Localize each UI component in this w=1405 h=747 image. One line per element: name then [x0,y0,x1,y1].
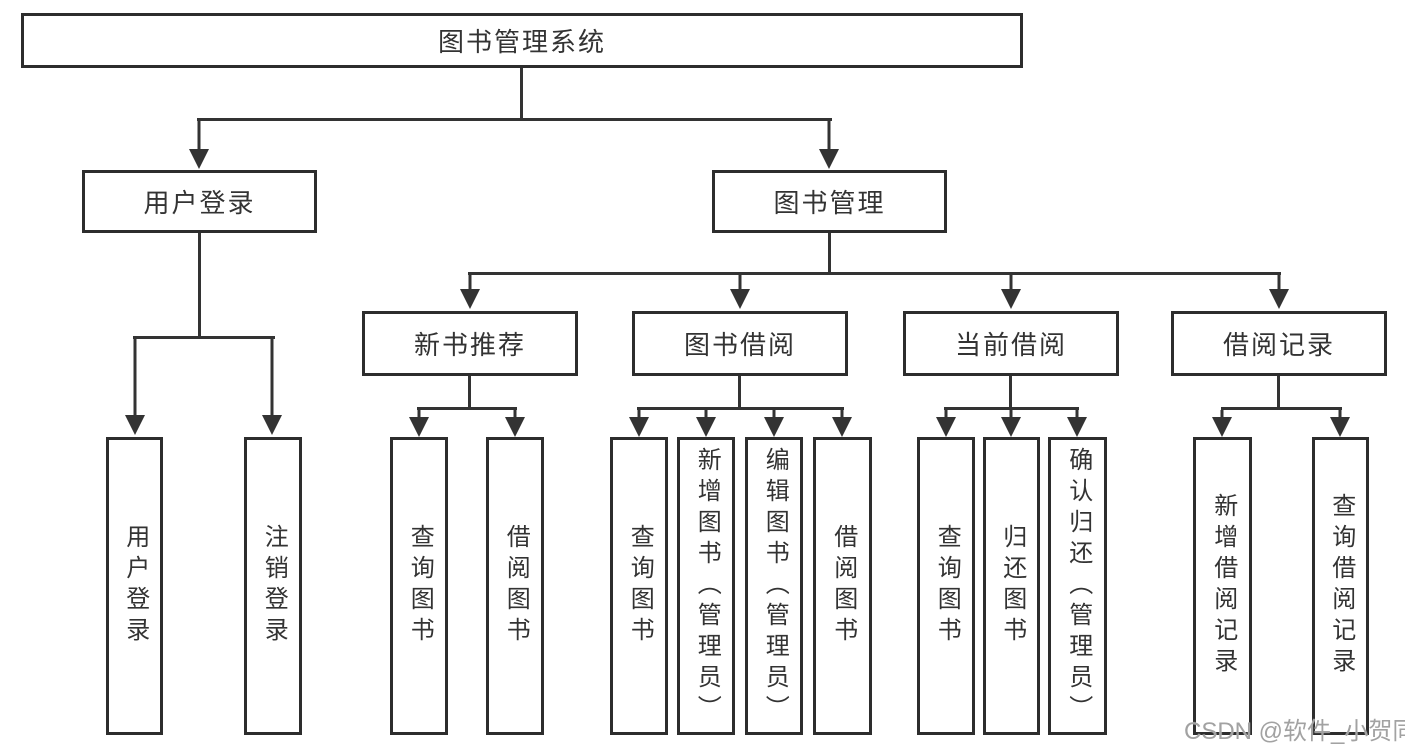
node-leaf-br-query-record: 查询借阅记录 [1312,437,1369,735]
node-current-borrowing-label: 当前借阅 [954,330,1067,360]
node-leaf-nb-query-books: 查询图书 [390,437,448,735]
node-book-borrowing: 图书借阅 [632,311,848,376]
connector-book-borrowing-bar [637,407,844,410]
node-book-management-label: 图书管理 [773,188,886,218]
node-leaf-cb-confirm-return-label: 确认归还（管理员） [1064,446,1092,726]
arrow-down-icon [460,275,480,309]
arrow-down-icon [1067,410,1087,437]
arrow-down-icon [1269,275,1289,309]
connector-root-stem [520,68,523,121]
node-leaf-nb-borrow-books-label: 借阅图书 [502,524,530,648]
node-leaf-user-login: 用户登录 [106,437,163,735]
connector-new-book-stem [468,376,471,407]
connector-borrowing-records-bar [1221,407,1342,410]
node-leaf-user-login-label: 用户登录 [121,524,149,648]
node-borrowing-records: 借阅记录 [1171,311,1387,376]
arrow-down-icon [125,339,145,435]
arrow-down-icon [409,410,429,437]
node-user-login: 用户登录 [82,170,317,233]
arrow-down-icon [629,410,649,437]
arrow-down-icon [1001,275,1021,309]
connector-book-management-stem [828,233,831,272]
arrow-down-icon [505,410,525,437]
node-leaf-nb-query-books-label: 查询图书 [406,524,434,648]
node-leaf-bb-edit-books: 编辑图书（管理员） [745,437,803,735]
node-root-label: 图书管理系统 [437,27,606,57]
node-leaf-cb-return-books: 归还图书 [983,437,1040,735]
node-leaf-cb-confirm-return: 确认归还（管理员） [1048,437,1107,735]
arrow-down-icon [832,410,852,437]
node-book-management: 图书管理 [712,170,947,233]
node-leaf-nb-borrow-books: 借阅图书 [486,437,544,735]
node-leaf-cb-query-books-label: 查询图书 [933,524,961,648]
connector-root-bar [197,118,832,121]
node-leaf-bb-borrow-books-label: 借阅图书 [829,524,857,648]
arrow-down-icon [262,339,282,435]
node-leaf-bb-add-books: 新增图书（管理员） [677,437,735,735]
arrow-down-icon [730,275,750,309]
node-leaf-cb-query-books: 查询图书 [917,437,975,735]
node-leaf-bb-edit-books-label: 编辑图书（管理员） [761,446,789,726]
arrow-down-icon [764,410,784,437]
node-new-book-recommend-label: 新书推荐 [413,330,526,360]
node-book-borrowing-label: 图书借阅 [683,330,796,360]
node-leaf-br-add-record-label: 新增借阅记录 [1209,493,1237,679]
node-leaf-bb-borrow-books: 借阅图书 [813,437,872,735]
arrow-down-icon [1001,410,1021,437]
arrow-down-icon [936,410,956,437]
node-leaf-br-query-record-label: 查询借阅记录 [1327,493,1355,679]
node-leaf-logout-label: 注销登录 [260,524,288,648]
arrow-down-icon [1330,410,1350,437]
arrow-down-icon [819,121,839,169]
node-leaf-cb-return-books-label: 归还图书 [998,524,1026,648]
connector-user-login-bar [133,336,275,339]
node-root: 图书管理系统 [21,13,1023,68]
node-borrowing-records-label: 借阅记录 [1222,330,1335,360]
node-leaf-br-add-record: 新增借阅记录 [1193,437,1252,735]
connector-current-borrowing-stem [1009,376,1012,407]
csdn-watermark: CSDN @软件_小贺同学 [1184,718,1405,745]
arrow-down-icon [189,121,209,169]
node-current-borrowing: 当前借阅 [903,311,1119,376]
node-leaf-bb-query-books: 查询图书 [610,437,668,735]
node-new-book-recommend: 新书推荐 [362,311,578,376]
connector-current-borrowing-bar [944,407,1079,410]
node-leaf-bb-query-books-label: 查询图书 [626,524,654,648]
connector-book-borrowing-stem [738,376,741,407]
connector-borrowing-records-stem [1277,376,1280,407]
node-leaf-bb-add-books-label: 新增图书（管理员） [693,446,721,726]
connector-new-book-bar [417,407,517,410]
arrow-down-icon [1212,410,1232,437]
node-user-login-label: 用户登录 [143,188,256,218]
connector-book-management-bar [468,272,1281,275]
connector-user-login-stem [198,233,201,336]
arrow-down-icon [696,410,716,437]
node-leaf-logout: 注销登录 [244,437,302,735]
